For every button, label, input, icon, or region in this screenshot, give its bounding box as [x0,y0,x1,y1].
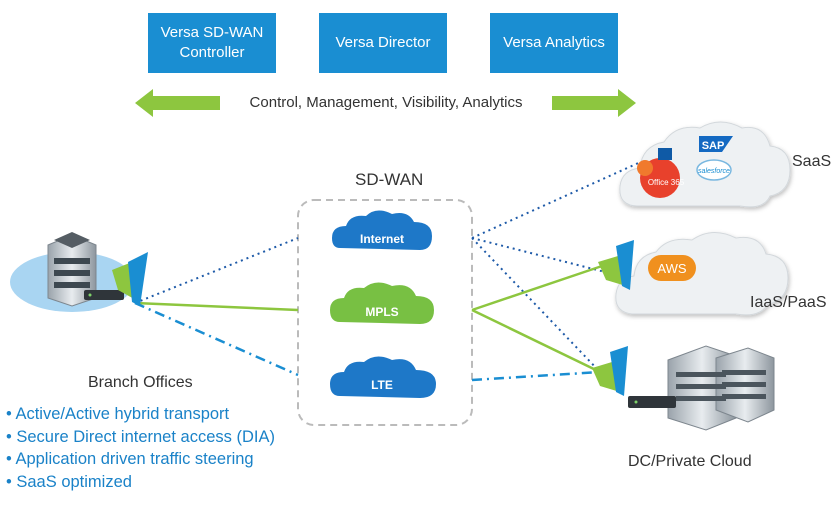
link-branch-lte [134,301,299,377]
feature-list: • Active/Active hybrid transport • Secur… [6,403,275,493]
internet-cloud [332,210,432,250]
branch-antenna [112,252,148,306]
lte-label: LTE [371,378,393,392]
mpls-label: MPLS [365,305,398,319]
link-lte-dc [471,370,601,382]
office365-text: Office 365 [648,178,685,187]
link-branch-mpls [134,301,299,312]
office365-logo [637,148,680,198]
salesforce-text: salesforce [698,168,730,175]
branch-office [10,232,134,312]
sap-logo [699,136,733,152]
link-internet-iaas [471,237,606,273]
director-box: Versa Director [319,13,447,73]
sap-text: SAP [702,140,725,152]
link-mpls-iaas [471,263,606,312]
aws-logo [648,255,696,281]
link-internet-dc [471,237,601,373]
feature-item: • Active/Active hybrid transport [6,405,230,423]
controller-box: Versa SD-WAN Controller [148,13,276,73]
link-mpls-dc [471,308,601,374]
saas-label: SaaS [792,153,832,170]
control-arrow-label: Control, Management, Visibility, Analyti… [222,93,550,113]
sdwan-label: SD-WAN [355,170,424,189]
internet-label: Internet [360,232,404,246]
iaas-label: IaaS/PaaS [750,294,827,311]
branch-label: Branch Offices [88,374,193,391]
director-label: Versa Director [335,34,431,51]
aws-text: AWS [657,261,686,276]
feature-item: • Secure Direct internet access (DIA) [6,427,275,446]
lte-cloud [330,356,436,398]
controller-label: Versa SD-WAN Controller [160,24,264,61]
feature-item: • Application driven traffic steering [6,450,254,468]
link-internet-saas [471,159,646,239]
iaas-antenna [598,240,634,290]
feature-item: • SaaS optimized [6,472,132,491]
link-branch-internet [134,237,299,304]
control-arrow [135,89,636,117]
dc-antenna [592,346,628,396]
mpls-cloud [330,282,434,324]
salesforce-logo [696,159,732,181]
sdwan-container [297,199,473,426]
dc-label: DC/Private Cloud [628,453,752,470]
dc-building [628,345,775,431]
analytics-label: Versa Analytics [503,34,605,51]
analytics-box: Versa Analytics [490,13,618,73]
